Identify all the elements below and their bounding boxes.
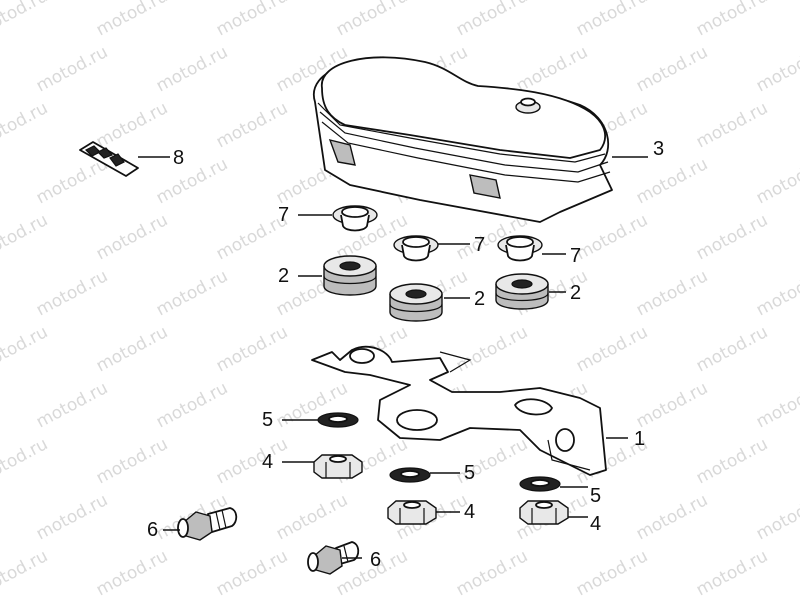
watermark-text: motod.ru [693, 434, 771, 488]
callout-2c: 2 [570, 282, 581, 304]
watermark-text: motod.ru [153, 378, 231, 432]
part-5-washer-right [519, 476, 588, 492]
watermark-text: motod.ru [693, 546, 771, 600]
watermark-text: motod.ru [33, 154, 111, 208]
watermark-text: motod.ru [93, 434, 171, 488]
watermark-text: motod.ru [573, 322, 651, 376]
callout-6a: 6 [147, 519, 158, 541]
watermark-text: motod.ru [33, 378, 111, 432]
watermark-text: motod.ru [573, 0, 651, 40]
watermark-text: motod.ru [753, 378, 800, 432]
watermark-text: motod.ru [633, 266, 711, 320]
watermark-text: motod.ru [693, 98, 771, 152]
callout-5b: 5 [464, 462, 475, 484]
part-6-bolt-left [163, 507, 238, 541]
watermark-text: motod.ru [93, 322, 171, 376]
watermark-text: motod.ru [0, 210, 51, 264]
part-7-grommet-center [393, 235, 470, 262]
watermark-text: motod.ru [0, 546, 51, 600]
watermark-text: motod.ru [633, 42, 711, 96]
watermark-text: motod.ru [513, 42, 591, 96]
watermark-text: motod.ru [753, 42, 800, 96]
callout-1: 1 [634, 428, 645, 450]
watermark-text: motod.ru [33, 42, 111, 96]
watermark-text: motod.ru [153, 42, 231, 96]
callout-4a: 4 [262, 451, 273, 473]
watermark-text: motod.ru [753, 266, 800, 320]
watermark-text: motod.ru [213, 98, 291, 152]
watermark-text: motod.ru [213, 322, 291, 376]
callout-6b: 6 [370, 549, 381, 571]
part-8-label-plate [79, 141, 170, 177]
watermark-text: motod.ru [573, 546, 651, 600]
watermark-text: motod.ru [633, 378, 711, 432]
callout-2a: 2 [278, 265, 289, 287]
watermark-text: motod.ru [753, 154, 800, 208]
watermark-text: motod.ru [573, 210, 651, 264]
callout-5a: 5 [262, 409, 273, 431]
watermark-text: motod.ru [273, 490, 351, 544]
watermark-text: motod.ru [453, 546, 531, 600]
watermark-text: motod.ru [93, 98, 171, 152]
watermark-text: motod.ru [0, 0, 51, 40]
callout-7b: 7 [474, 234, 485, 256]
part-6-bolt-right [307, 541, 362, 575]
watermark-text: motod.ru [0, 322, 51, 376]
watermark-text: motod.ru [33, 490, 111, 544]
watermark-text: motod.ru [693, 322, 771, 376]
watermark-text: motod.ru [453, 0, 531, 40]
part-7-grommet-right [497, 235, 566, 262]
watermark-text: motod.ru [753, 490, 800, 544]
watermark-text: motod.ru [693, 210, 771, 264]
part-3-instrument-housing [312, 56, 648, 223]
watermark-text: motod.ru [93, 546, 171, 600]
watermark-text: motod.ru [0, 434, 51, 488]
watermark-text: motod.ru [153, 266, 231, 320]
watermark-text: motod.ru [93, 0, 171, 40]
watermark-text: motod.ru [0, 98, 51, 152]
part-4-nut-right [519, 500, 588, 525]
watermark-text: motod.ru [213, 0, 291, 40]
part-2-damper-left [298, 255, 377, 296]
watermark-text: motod.ru [453, 322, 531, 376]
part-5-washer-center [389, 467, 460, 483]
watermark-text: motod.ru [693, 0, 771, 40]
callout-4c: 4 [590, 513, 601, 535]
watermark-text: motod.ru [213, 546, 291, 600]
part-5-washer-left [282, 412, 359, 428]
watermark-text: motod.ru [93, 210, 171, 264]
part-4-nut-center [387, 500, 460, 525]
watermark-text: motod.ru [153, 154, 231, 208]
watermark-text: motod.ru [633, 490, 711, 544]
watermark-text: motod.ru [33, 266, 111, 320]
callout-3: 3 [653, 138, 664, 160]
callout-5c: 5 [590, 485, 601, 507]
watermark-text: motod.ru [633, 154, 711, 208]
watermark-text: motod.ru [213, 434, 291, 488]
callout-4b: 4 [464, 501, 475, 523]
part-7-grommet-left [298, 205, 378, 232]
part-2-damper-right [495, 273, 566, 310]
watermark-text: motod.ru [333, 0, 411, 40]
callout-7a: 7 [278, 204, 289, 226]
part-4-nut-left [282, 454, 363, 479]
part-1-mounting-bracket [311, 345, 628, 476]
callout-2b: 2 [474, 288, 485, 310]
callout-8: 8 [173, 147, 184, 169]
callout-7c: 7 [570, 245, 581, 267]
part-2-damper-center [389, 283, 470, 322]
